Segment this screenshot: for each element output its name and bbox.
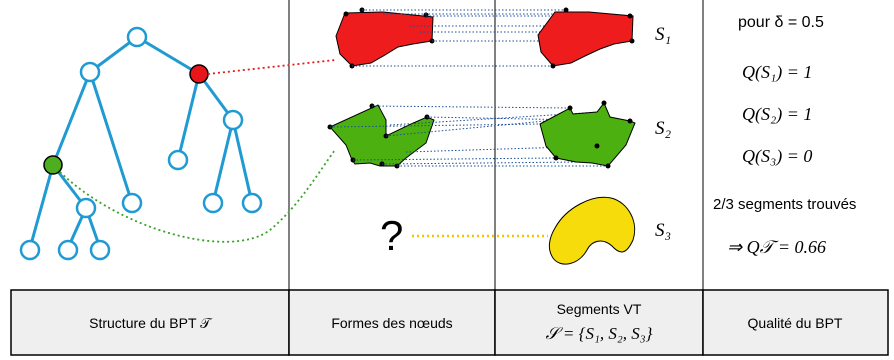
tree-node — [57, 239, 79, 261]
tree-edge — [231, 119, 254, 204]
tree-edge — [136, 35, 200, 76]
quality-bpt-score: ⇒ Q𝒯 = 0.66 — [727, 237, 826, 257]
footer-label-quality: Qualité du BPT — [748, 315, 843, 331]
node-shape-green — [329, 104, 435, 167]
footer-label-structure: Structure du BPT 𝒯 — [89, 315, 213, 331]
footer-table: Structure du BPT 𝒯 Formes des nœuds Segm… — [10, 289, 889, 356]
tree-edge — [211, 119, 235, 204]
segment-label-s1: S₁ — [655, 24, 671, 45]
tree-node-red — [189, 64, 209, 84]
tree-node — [89, 239, 111, 261]
tree-node — [75, 197, 97, 219]
segment-label-s2: S₂ — [655, 118, 672, 139]
quality-s2: Q(S₂) = 1 — [742, 104, 812, 125]
tree-node — [241, 192, 263, 214]
segment-s2-vertices — [553, 100, 633, 169]
quality-s3: Q(S₃) = 0 — [742, 146, 812, 167]
tree-node — [121, 192, 143, 214]
tree-node — [167, 149, 189, 171]
footer-cell-3 — [494, 289, 704, 356]
segment-shape-s2 — [539, 102, 636, 167]
tree-edge — [88, 71, 134, 204]
link-red-node-to-shape — [207, 59, 336, 75]
footer-cell-4 — [702, 289, 889, 356]
segment-s1-vertices — [550, 7, 635, 69]
bpt-tree — [28, 35, 254, 249]
quality-s1: Q(S₁) = 1 — [742, 62, 812, 83]
tree-node-root — [126, 26, 148, 48]
footer-cell-2 — [288, 289, 496, 356]
tree-edge — [51, 71, 92, 166]
link-green-node-to-shape — [59, 149, 336, 243]
footer-label-segments-set: 𝒮 = {S₁, S₂, S₃} — [546, 324, 653, 343]
tree-edge — [176, 73, 201, 161]
tree-node — [222, 109, 244, 131]
footer-cell-1 — [10, 289, 290, 356]
tree-node — [79, 61, 101, 83]
segment-label-s3: S₃ — [655, 220, 671, 241]
tree-node-green — [43, 155, 63, 175]
quality-found-count: 2/3 segments trouvés — [713, 196, 856, 213]
footer-label-segments: Segments VT — [557, 301, 642, 317]
footer-label-shapes: Formes des nœuds — [331, 315, 452, 331]
tree-edge — [28, 164, 55, 249]
segment-shape-s1 — [537, 11, 634, 67]
column-dividers — [288, 0, 704, 290]
unknown-shape-mark: ? — [380, 212, 403, 259]
tree-nodes — [19, 26, 263, 261]
tree-node — [19, 239, 41, 261]
node-shape-red — [335, 11, 434, 67]
quality-delta: pour δ = 0.5 — [738, 14, 824, 31]
tree-node — [202, 192, 224, 214]
segment-shape-s3 — [548, 196, 635, 265]
